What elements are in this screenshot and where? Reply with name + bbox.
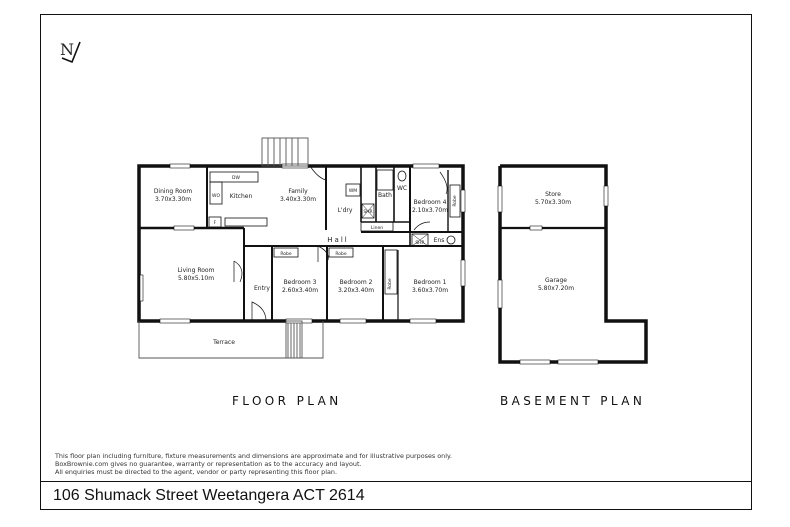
room-garage-name: Garage xyxy=(545,277,567,284)
floor-plan-title: FLOOR PLAN xyxy=(232,394,342,408)
linen-label: Linen xyxy=(371,225,383,231)
room-bedroom3-dims: 2.60x3.40m xyxy=(282,287,318,294)
room-hall-name: Hall xyxy=(327,236,348,244)
property-address: 106 Shumack Street Weetangera ACT 2614 xyxy=(53,487,365,504)
room-dining-dims: 3.70x3.30m xyxy=(155,196,191,203)
room-bedroom3-name: Bedroom 3 xyxy=(284,279,317,286)
room-store-name: Store xyxy=(545,191,561,198)
room-family-name: Family xyxy=(288,188,308,195)
room-terrace-name: Terrace xyxy=(212,339,235,346)
disclaimer-line-2: BoxBrownie.com gives no guarantee, warra… xyxy=(55,460,362,468)
room-bedroom2-name: Bedroom 2 xyxy=(340,279,373,286)
room-bedroom1-name: Bedroom 1 xyxy=(414,279,447,286)
shower-label-ensuite: SHR xyxy=(415,240,424,246)
robe-label-bedroom4: Robe xyxy=(452,195,458,207)
room-ensuite-name: Ens xyxy=(434,237,445,244)
room-dining-name: Dining Room xyxy=(154,188,193,195)
room-bedroom4-dims: 2.10x3.70m xyxy=(412,207,448,214)
robe-label-bedroom3: Robe xyxy=(280,251,292,257)
room-bedroom2-dims: 3.20x3.40m xyxy=(338,287,374,294)
dw-label: DW xyxy=(232,175,240,181)
room-entry-name: Entry xyxy=(254,285,270,292)
fridge-label: F xyxy=(214,220,217,226)
north-label: N xyxy=(60,40,74,59)
plan-frame xyxy=(40,14,752,510)
basement-plan-title: BASEMENT PLAN xyxy=(500,394,646,408)
north-arrow-icon: N xyxy=(60,40,81,64)
shower-label-bath: SHR xyxy=(363,209,372,215)
disclaimer-line-1: This floor plan including furniture, fix… xyxy=(55,452,452,460)
room-family-dims: 3.40x3.30m xyxy=(280,196,316,203)
room-living-dims: 5.80x5.10m xyxy=(178,275,214,282)
robe-label-bedroom2: Robe xyxy=(335,251,347,257)
room-laundry-name: L'dry xyxy=(338,207,353,214)
room-bath-name: Bath xyxy=(378,192,392,199)
room-wc-name: WC xyxy=(397,185,407,192)
room-bedroom4-name: Bedroom 4 xyxy=(414,199,447,206)
room-garage-dims: 5.80x7.20m xyxy=(538,285,574,292)
room-kitchen-name: Kitchen xyxy=(230,193,253,200)
robe-label-bedroom1: Robe xyxy=(387,278,393,290)
room-store-dims: 5.70x3.30m xyxy=(535,199,571,206)
room-living-name: Living Room xyxy=(178,267,215,274)
footer-divider xyxy=(40,481,752,482)
wm-label: WM xyxy=(349,188,357,194)
wo-label: WO xyxy=(212,193,220,199)
room-bedroom1-dims: 3.60x3.70m xyxy=(412,287,448,294)
disclaimer-line-3: All enquiries must be directed to the ag… xyxy=(55,468,337,476)
